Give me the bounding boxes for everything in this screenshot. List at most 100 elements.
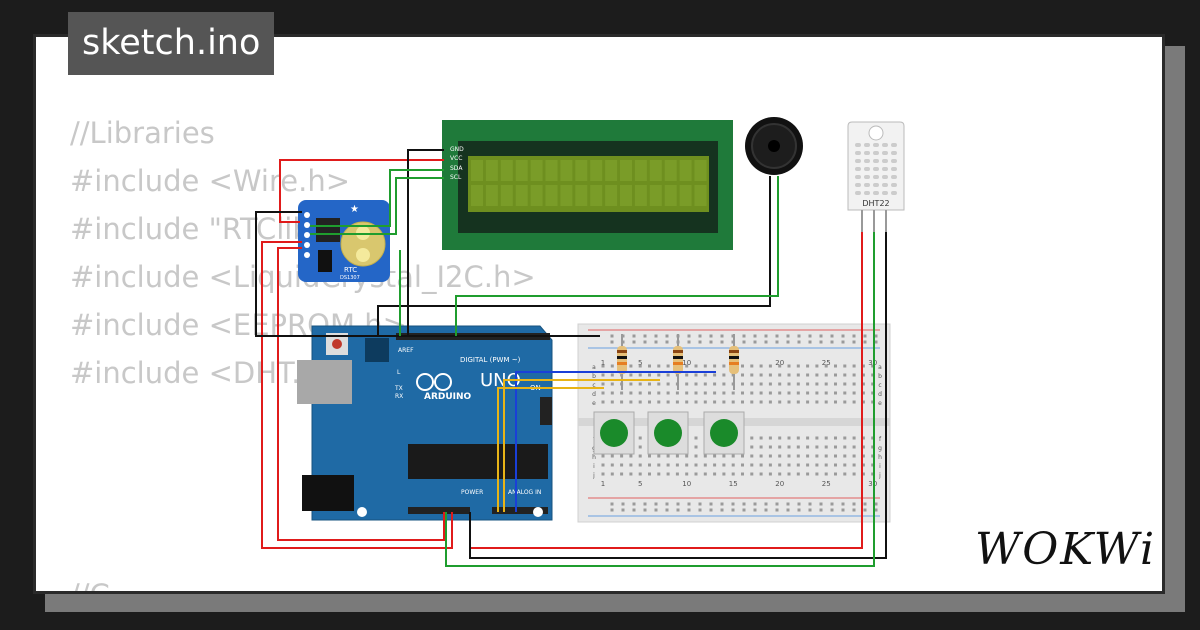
svg-text:★: ★ [350, 204, 359, 215]
bb-col-label: 25 [822, 359, 831, 367]
wire-red-power [261, 241, 453, 549]
pushbutton-3[interactable] [703, 411, 745, 455]
bb-hole [806, 364, 810, 368]
bb-hole [796, 364, 800, 368]
bb-rail-hole [797, 340, 801, 344]
bb-hole [713, 391, 717, 395]
bb-hole [610, 391, 614, 395]
bb-rail-hole [742, 340, 746, 344]
bb-hole [741, 454, 744, 458]
bb-hole [796, 436, 800, 440]
bb-hole [852, 364, 856, 368]
bb-hole [741, 373, 744, 377]
bb-hole [694, 445, 698, 449]
bb-hole [601, 472, 605, 476]
bb-hole [778, 454, 782, 458]
bb-hole [759, 463, 763, 467]
bb-hole [843, 463, 847, 467]
bb-hole [824, 436, 828, 440]
buzzer[interactable] [745, 117, 803, 175]
bb-hole [601, 382, 605, 386]
bb-row-label: f [879, 436, 882, 443]
bb-hole [834, 391, 837, 395]
bb-hole [666, 391, 670, 395]
bb-rail-hole [654, 502, 658, 506]
rtc-module[interactable]: ★ RTC DS1307 [298, 200, 390, 282]
power-label: POWER [461, 489, 483, 496]
bb-rail-hole [676, 502, 680, 506]
dht-vent [864, 151, 870, 155]
bb-hole [861, 445, 865, 449]
lcd-display[interactable]: GND VCC SDA SCL [442, 120, 733, 250]
bb-hole [778, 391, 782, 395]
lcd-cell [590, 160, 603, 181]
bb-hole [806, 391, 810, 395]
bb-hole [806, 463, 810, 467]
bb-rail-hole [698, 502, 702, 506]
pushbutton-1[interactable] [593, 411, 635, 455]
bb-hole [713, 454, 717, 458]
resistor-3[interactable] [729, 334, 739, 390]
bb-rail-hole [654, 334, 658, 338]
dht-vent [864, 191, 870, 195]
aref-label: AREF [398, 347, 414, 354]
code-line: //Libraries [70, 116, 215, 150]
bb-hole [713, 382, 717, 386]
bb-hole [648, 391, 651, 395]
bb-hole [685, 382, 689, 386]
bb-row-label: c [878, 382, 881, 389]
bb-hole [861, 436, 865, 440]
bb-hole [768, 373, 772, 377]
bb-col-label: 1 [601, 359, 605, 367]
pushbutton-2[interactable] [647, 411, 689, 455]
dht-vent [882, 183, 888, 187]
bb-hole [610, 364, 614, 368]
dht22-sensor[interactable]: DHT22 [847, 121, 905, 232]
bb-row-label: a [592, 364, 596, 371]
bb-hole [815, 391, 819, 395]
dht-label: DHT22 [862, 199, 889, 208]
dht-vent [882, 167, 888, 171]
bb-hole [629, 463, 633, 467]
bb-hole [815, 454, 819, 458]
bb-rail-hole [709, 502, 713, 506]
lcd-cell [679, 160, 692, 181]
bb-hole [741, 382, 744, 386]
bb-row-label: i [879, 463, 881, 470]
bb-hole [666, 472, 670, 476]
wire-red-gnd [277, 247, 445, 541]
dht-vent [882, 143, 888, 147]
bb-hole [675, 472, 679, 476]
arduino-uno[interactable]: DIGITAL (PWM ~) AREF UNO ARDUINO ON L TX… [297, 325, 553, 521]
dht-vent [855, 151, 861, 155]
bb-hole [759, 364, 763, 368]
bb-hole [796, 472, 800, 476]
bb-hole [741, 400, 744, 404]
bb-rail-hole [808, 340, 812, 344]
bb-hole [787, 472, 791, 476]
bb-hole [796, 391, 800, 395]
lcd-cell [664, 160, 677, 181]
dht-vent [873, 151, 879, 155]
bb-rail-hole [841, 502, 845, 506]
bb-rail-hole [819, 502, 823, 506]
bb-rail-hole [698, 340, 702, 344]
lcd-cell [575, 160, 588, 181]
dht-vent [873, 183, 879, 187]
bb-rail-hole [775, 340, 779, 344]
bb-hole [703, 382, 707, 386]
bb-rail-hole [852, 508, 856, 512]
lcd-cell [500, 160, 513, 181]
bb-hole [806, 472, 810, 476]
bb-rail-hole [874, 340, 878, 344]
bb-col-label: 10 [682, 359, 691, 367]
bb-row-label: b [592, 373, 596, 380]
bb-hole [768, 463, 772, 467]
lcd-cell [634, 185, 647, 206]
lcd-pin-sda: SDA [450, 165, 463, 172]
bb-row-label: j [878, 472, 881, 479]
resistor-2[interactable] [673, 334, 683, 390]
bb-hole [843, 364, 847, 368]
bb-hole [861, 463, 865, 467]
dht-vent [891, 159, 897, 163]
